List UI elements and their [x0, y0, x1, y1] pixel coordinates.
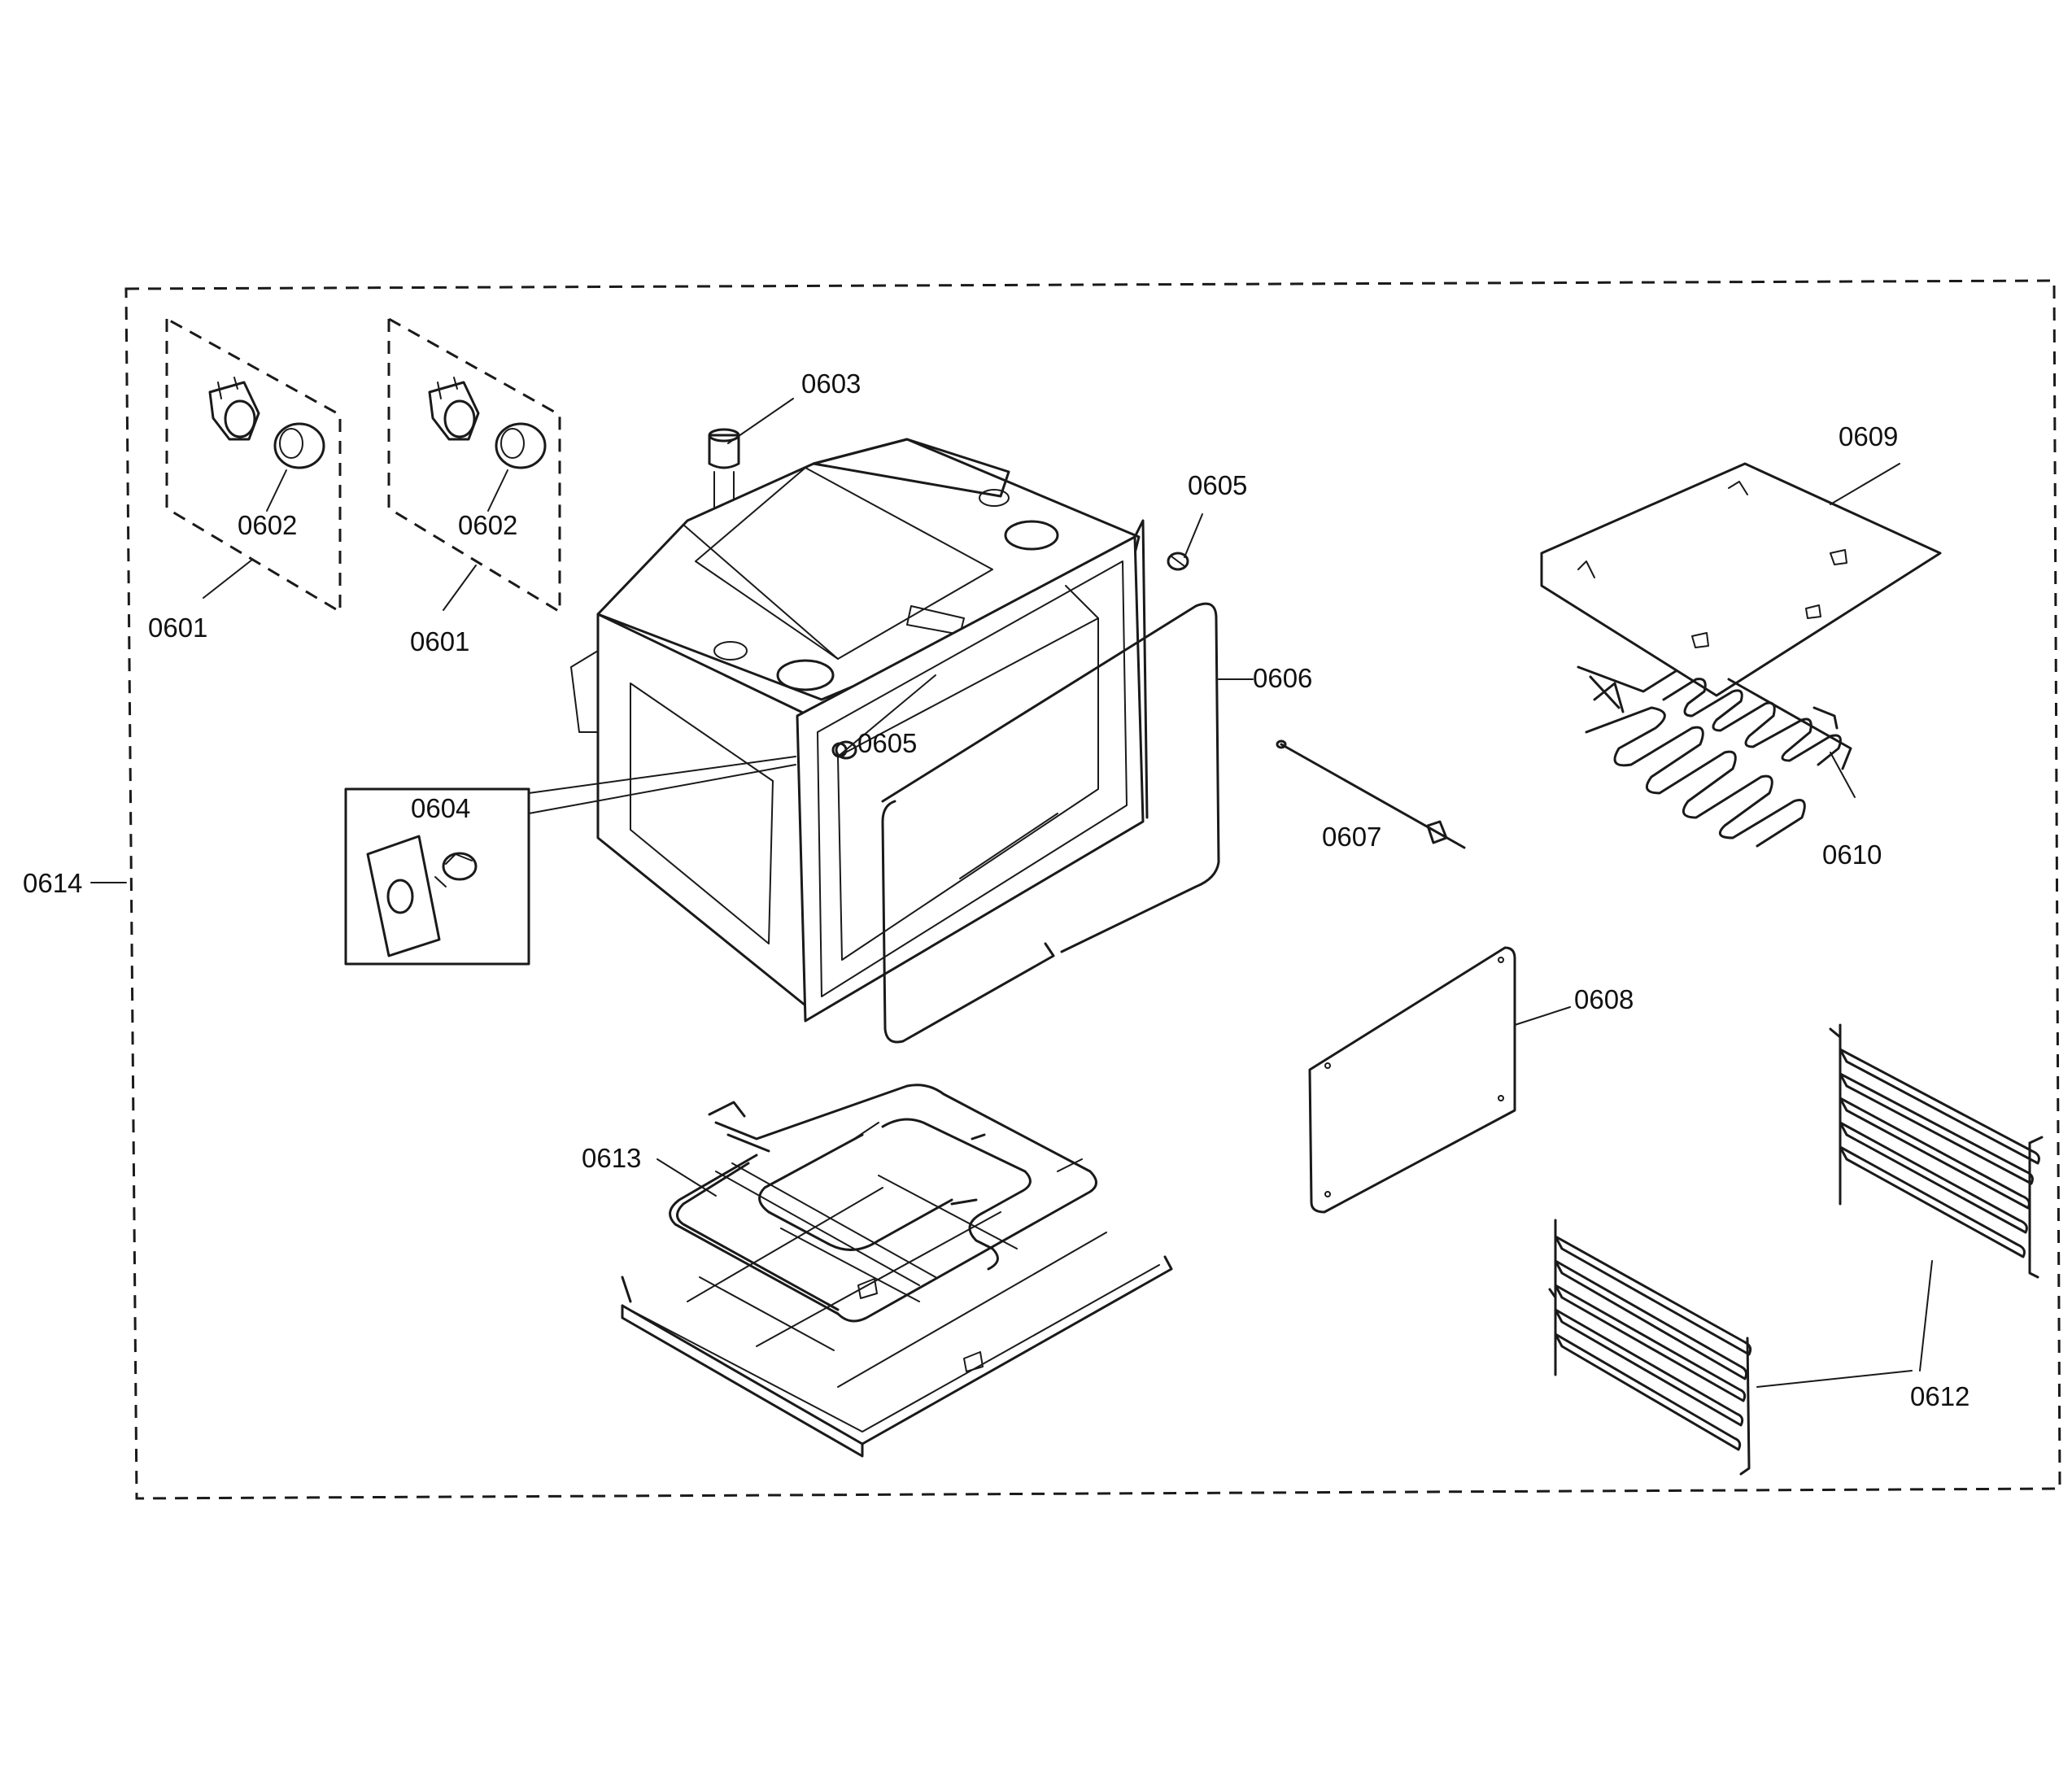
lamp-holder-icon — [428, 377, 480, 441]
lamp-group-right — [387, 316, 561, 614]
label-0605-top: 0605 — [1188, 470, 1247, 500]
screw-front — [835, 740, 857, 760]
label-0606: 0606 — [1253, 663, 1312, 693]
label-0609: 0609 — [1839, 421, 1898, 451]
assembly-boundary — [124, 279, 2061, 1500]
label-0610: 0610 — [1822, 839, 1882, 870]
label-0601-right: 0601 — [410, 626, 469, 656]
label-0602-left: 0602 — [238, 510, 297, 540]
top-heat-shield — [1540, 462, 1942, 697]
rack-support-icon — [1548, 1219, 1933, 1476]
label-0612: 0612 — [1910, 1381, 1969, 1411]
label-0604: 0604 — [411, 793, 470, 823]
lamp-bracket-detail — [344, 756, 796, 966]
label-0603: 0603 — [801, 369, 861, 399]
lamp-cover-icon — [273, 422, 325, 469]
screw-top — [1167, 513, 1203, 571]
lamp-group-left — [165, 316, 342, 614]
label-0607: 0607 — [1322, 822, 1381, 852]
lamp-cover-icon — [495, 422, 547, 469]
heating-element-icon — [1577, 665, 1856, 848]
rack-support-icon — [1829, 1023, 2044, 1279]
cover-plate — [1308, 946, 1571, 1214]
label-0601-left: 0601 — [148, 613, 207, 643]
label-0605-front: 0605 — [857, 728, 917, 758]
lamp-holder-icon — [208, 377, 260, 441]
temperature-sensor — [1276, 739, 1466, 849]
heating-element-icon — [621, 1084, 1173, 1458]
door-seal-icon — [881, 602, 1254, 1044]
label-0602-right: 0602 — [458, 510, 517, 540]
label-0614: 0614 — [23, 868, 82, 898]
label-0608: 0608 — [1574, 984, 1634, 1014]
label-0613: 0613 — [582, 1143, 641, 1173]
lamp-holder-icon — [442, 852, 478, 881]
